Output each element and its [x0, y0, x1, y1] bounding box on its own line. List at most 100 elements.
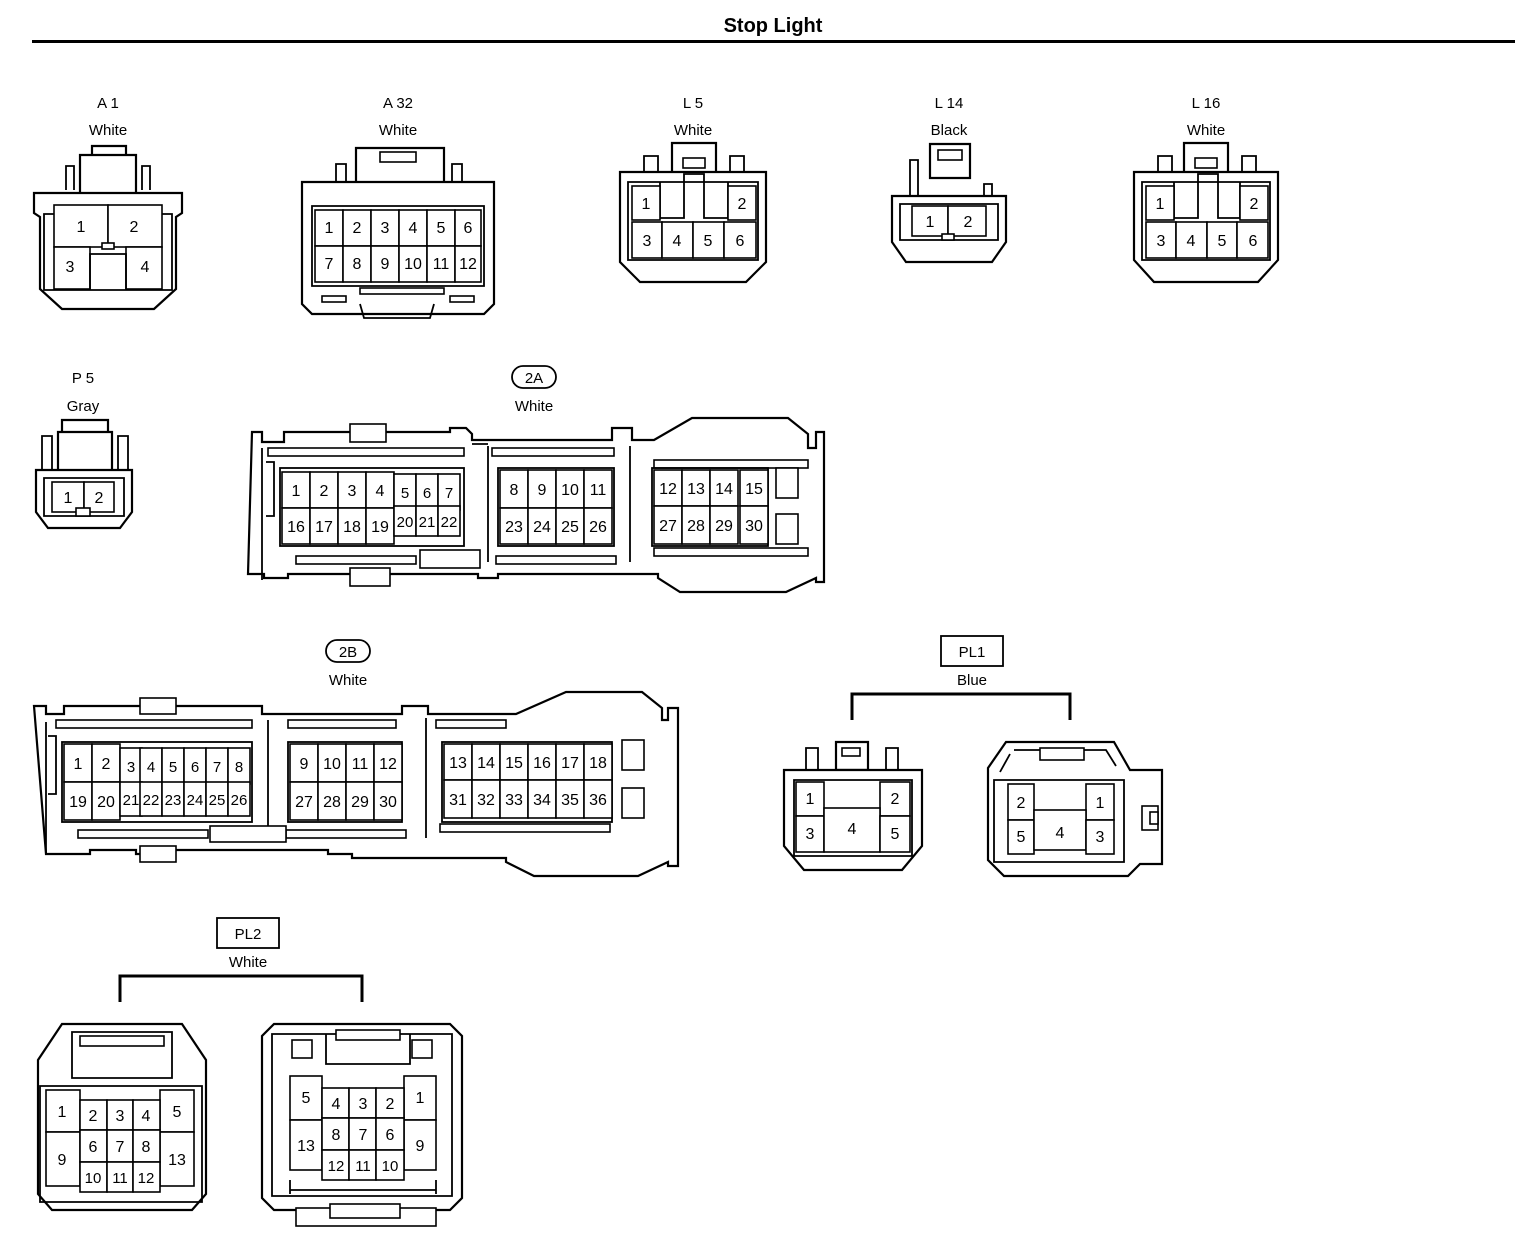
pin-number: 2: [964, 214, 973, 231]
connector-key: [1149, 811, 1159, 825]
pin-number: 2: [738, 196, 747, 213]
connector-housing: [659, 173, 729, 219]
pin-number: 8: [510, 482, 519, 499]
connector-latch: [1039, 747, 1085, 761]
connector-latch: [349, 423, 387, 443]
pin-number: 1: [77, 219, 86, 236]
pin-cavity: [365, 471, 395, 509]
pin-number: 17: [315, 519, 333, 536]
title-rule: [32, 40, 1515, 43]
pin-number: 1: [1096, 795, 1105, 812]
pin-cavity: [631, 185, 661, 221]
pin-number: 30: [745, 518, 763, 535]
pin-number: 11: [112, 1170, 128, 1187]
pin-number: 36: [589, 792, 607, 809]
pin-number: 10: [323, 756, 341, 773]
pin-number: 5: [891, 826, 900, 843]
pin-number: 26: [231, 792, 248, 809]
pin-number: 13: [687, 481, 705, 498]
pin-number: 4: [1187, 233, 1196, 250]
pin-number: 4: [141, 259, 150, 276]
connector-pl2: PL2 White 1 2 3 4 5 6 7 8 9 10 11 12 13: [36, 917, 464, 1227]
pin-number: 2: [95, 490, 104, 507]
connector-rib: [295, 555, 417, 565]
connector-housing: [89, 253, 127, 289]
pin-number: 6: [386, 1127, 395, 1144]
pin-number: 2: [320, 483, 329, 500]
connector-code-box: [940, 635, 1004, 667]
pin-number: 3: [359, 1096, 368, 1113]
pin-cavity: [132, 1099, 161, 1131]
pin-number: 3: [643, 233, 652, 250]
pin-number: 8: [142, 1139, 151, 1156]
pin-cavity: [1206, 221, 1238, 259]
pin-cavity: [499, 779, 529, 819]
pin-number: 2: [353, 220, 362, 237]
pin-number: 11: [352, 756, 369, 773]
pin-number: 1: [642, 196, 651, 213]
connector-color: Blue: [957, 672, 987, 689]
connector-housing: [43, 477, 125, 517]
connector-code: A 32: [383, 95, 413, 112]
pin-number: 8: [332, 1127, 341, 1144]
pin-number: 23: [165, 792, 182, 809]
connector-color: White: [89, 122, 127, 139]
pin-cavity: [1033, 809, 1087, 851]
pin-cavity: [583, 507, 613, 545]
pin-cavity: [91, 743, 121, 783]
connector-code: PL1: [959, 644, 986, 661]
pin-number: 7: [116, 1139, 125, 1156]
connector-rib: [321, 295, 347, 303]
connector-key: [775, 513, 799, 545]
pin-block: [497, 467, 615, 547]
pin-number: 3: [1096, 829, 1105, 846]
pin-number: 5: [1218, 233, 1227, 250]
pin-number: 1: [416, 1090, 425, 1107]
connector-housing: [261, 448, 275, 580]
connector-housing: [793, 779, 913, 857]
connector-key: [411, 1039, 433, 1059]
pin-number: 24: [187, 792, 204, 809]
connector-housing: [1173, 173, 1241, 219]
connector-a1: A 1 White 1 2 3 4: [32, 95, 184, 311]
pin-cavity: [1085, 819, 1115, 855]
pin-cavity: [454, 245, 482, 283]
pin-number: 34: [533, 792, 551, 809]
pin-number: 7: [325, 256, 334, 273]
connector-housing: [325, 1034, 411, 1065]
connector-code: P 5: [72, 370, 94, 387]
pin-number: 7: [445, 485, 453, 502]
pin-number: 12: [138, 1170, 155, 1187]
connector-rib: [77, 829, 209, 839]
pin-number: 10: [561, 482, 579, 499]
pin-number: 6: [423, 485, 431, 502]
pin-number: 20: [97, 794, 115, 811]
connector-housing: [267, 718, 427, 838]
pin-cavity: [823, 807, 881, 853]
connector-latch: [75, 507, 91, 517]
connector-color: White: [1187, 122, 1225, 139]
pin-number: 5: [302, 1090, 311, 1107]
pin-cavity: [281, 507, 311, 545]
pin-number: 6: [1249, 233, 1258, 250]
connector-housing: [71, 1031, 173, 1079]
pin-number: 11: [355, 1158, 371, 1175]
pin-number: 17: [561, 755, 579, 772]
pin-grid: [314, 209, 482, 283]
pin-number: 20: [397, 514, 414, 531]
pin-number: 3: [348, 483, 357, 500]
pin-number: 9: [300, 756, 309, 773]
pin-number: 22: [143, 792, 160, 809]
pin-cavity: [1239, 185, 1269, 221]
connector-housing: [928, 142, 972, 180]
pin-cavity: [309, 507, 339, 545]
pin-number: 7: [359, 1127, 368, 1144]
pin-number: 4: [409, 220, 418, 237]
connector-color: Black: [931, 122, 968, 139]
pin-cavity: [159, 1131, 195, 1187]
pin-number: 4: [376, 483, 385, 500]
pin-cavity: [370, 209, 400, 247]
connector-housing: [899, 203, 999, 241]
pin-number: 10: [404, 256, 422, 273]
pin-number: 1: [292, 483, 301, 500]
